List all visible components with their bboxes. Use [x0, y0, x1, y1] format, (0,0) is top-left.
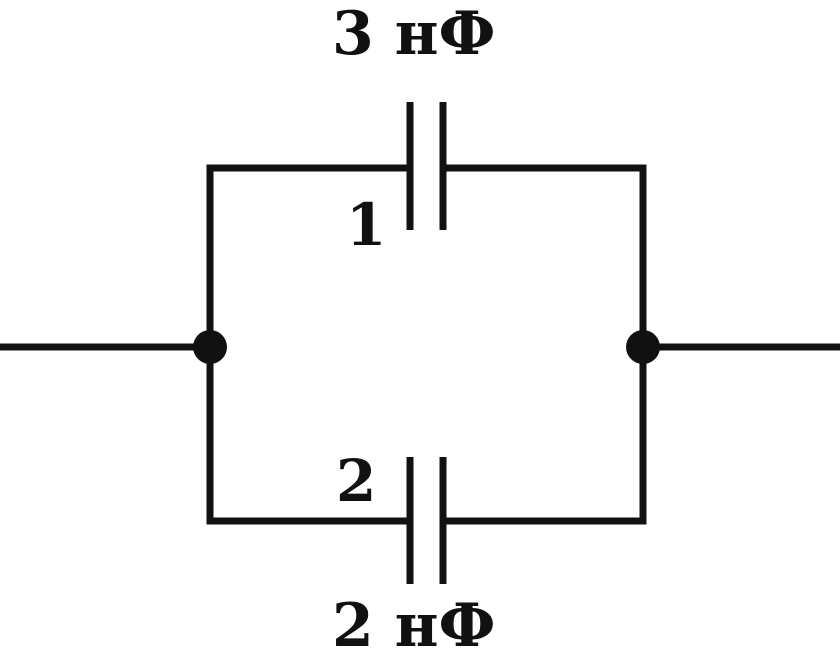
- top-branch-left-wire: [206, 164, 410, 347]
- capacitor-1-value-label: 3 нФ: [332, 0, 496, 69]
- bottom-branch-left-wire: [206, 347, 410, 525]
- bottom-branch-right-wire: [443, 347, 647, 525]
- capacitor-2-value-label: 2 нФ: [332, 591, 496, 661]
- top-branch-right-wire: [443, 164, 647, 347]
- capacitor-2-index-label: 2: [336, 447, 377, 515]
- right-junction-node: [626, 330, 660, 364]
- capacitor-1-index-label: 1: [346, 191, 387, 259]
- left-junction-node: [193, 330, 227, 364]
